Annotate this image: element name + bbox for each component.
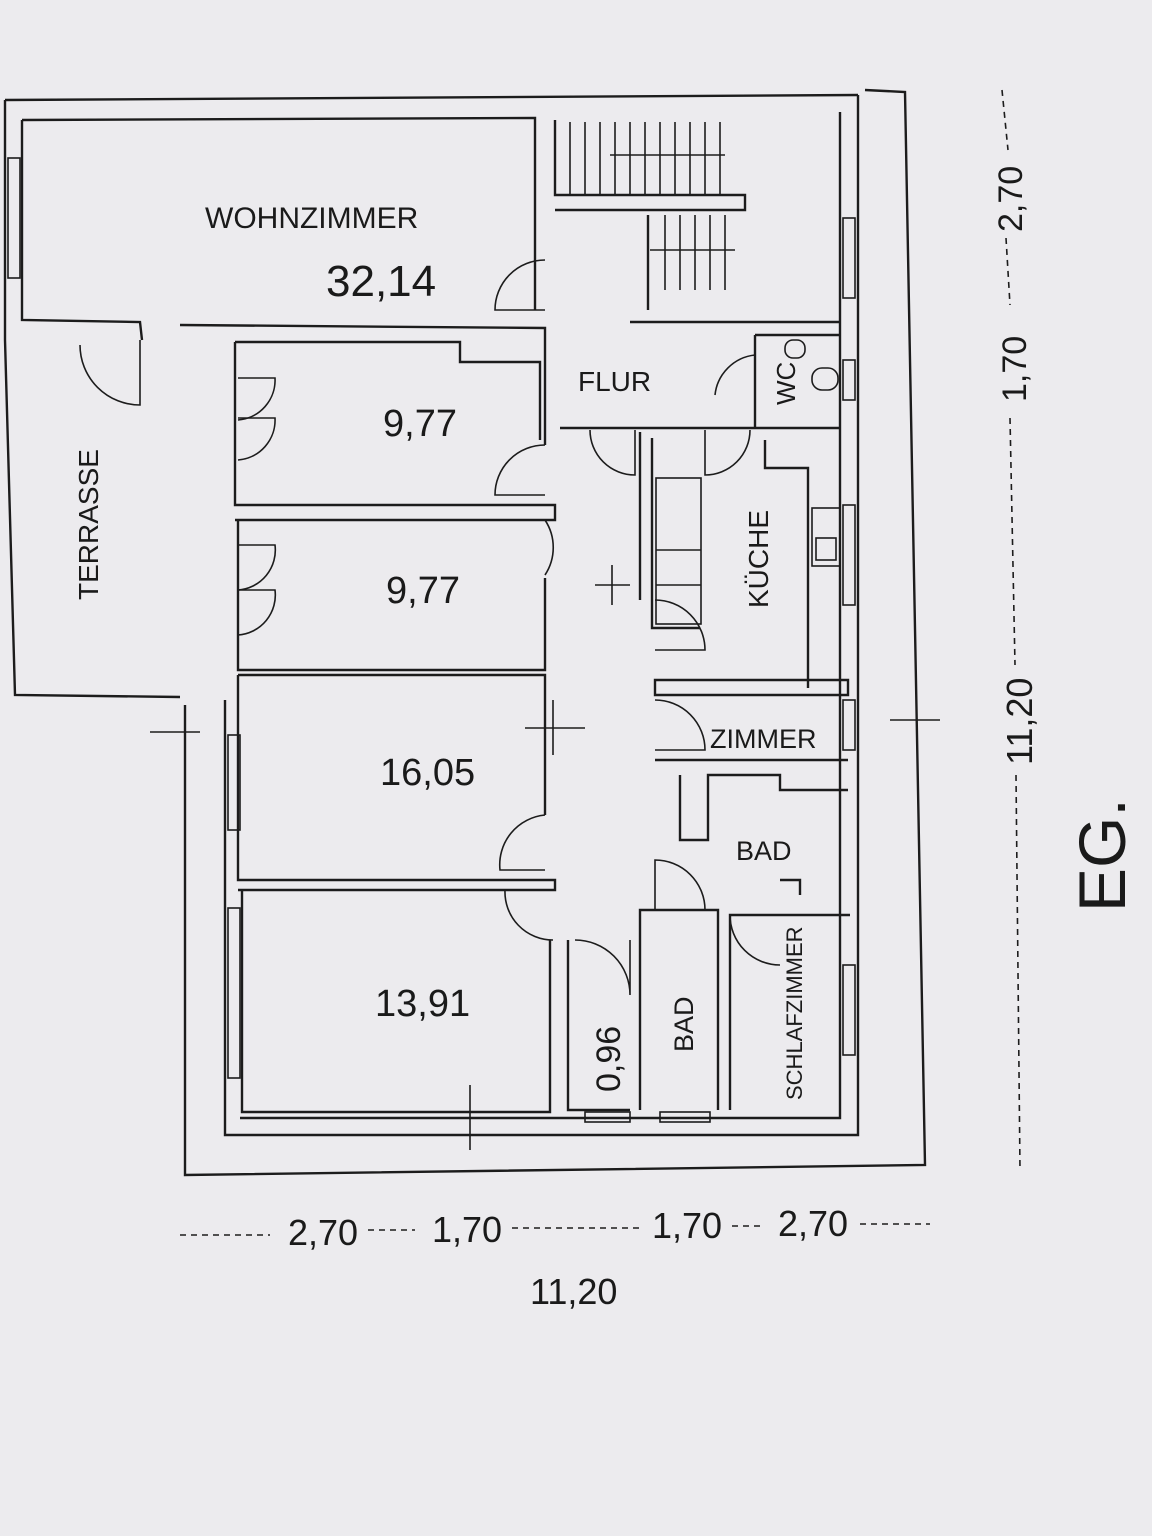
axis-markers [150,565,940,1150]
zimmer-label: ZIMMER [710,724,816,754]
outer-walls [3,88,927,1177]
room3-area: 16,05 [380,752,475,794]
windows [7,157,856,1123]
room2-area: 9,77 [386,570,460,612]
staircase [553,120,747,310]
door-swings [79,259,781,996]
wohnzimmer-label: WOHNZIMMER [205,202,418,235]
dim-right-total: 11,20 [999,678,1040,765]
flur-label: FLUR [578,366,651,397]
wc-label: WC [771,362,801,405]
dim-right-1: 2,70 [992,166,1030,232]
dim-right-2: 1,70 [996,336,1034,402]
dim-bottom-2: 1,70 [432,1209,502,1250]
small-room-area: 0,96 [590,1026,628,1092]
dimension-lines [180,89,1021,1236]
terrasse-label: TERRASSE [73,449,104,600]
dim-bottom-3: 1,70 [652,1205,722,1246]
room-labels: WOHNZIMMER 32,14 FLUR 9,77 9,77 16,05 13… [73,202,816,1100]
bad-right-label: BAD [736,836,792,866]
kitchen-fixtures [655,477,841,625]
interior-walls [233,320,850,1114]
floor-label: EG. [1065,798,1139,912]
dim-bottom-1: 2,70 [288,1212,358,1253]
room4-area: 13,91 [375,983,470,1025]
wc-fixtures [784,339,839,391]
kueche-label: KÜCHE [743,510,774,608]
room1-area: 9,77 [383,403,457,445]
dimension-labels: 2,70 1,70 1,70 2,70 11,20 2,70 1,70 11,2… [288,166,1040,1312]
wohnzimmer-area: 32,14 [326,257,436,306]
bad-center-label: BAD [669,996,699,1052]
dim-bottom-total: 11,20 [530,1271,617,1312]
schlafzimmer-label: SCHLAFZIMMER [782,926,807,1100]
dim-bottom-4: 2,70 [778,1203,848,1244]
